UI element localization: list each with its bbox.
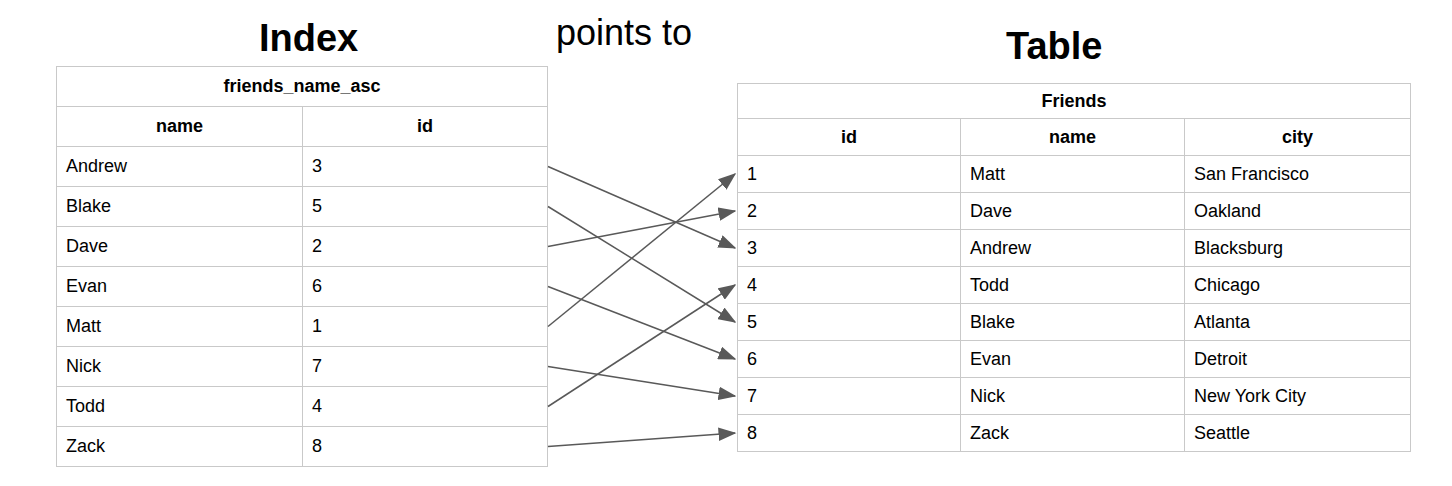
friends-row-cell-city: Detroit (1185, 341, 1411, 378)
friends-row: 1MattSan Francisco (738, 156, 1411, 193)
friends-row-cell-name: Todd (961, 267, 1185, 304)
index-pointer-arrow (548, 207, 735, 323)
friends-row: 3AndrewBlacksburg (738, 230, 1411, 267)
friends-row-cell-name: Blake (961, 304, 1185, 341)
index-row: Andrew3 (57, 147, 548, 187)
friends-row-cell-id: 6 (738, 341, 961, 378)
friends-row-cell-city: Atlanta (1185, 304, 1411, 341)
friends-row: 5BlakeAtlanta (738, 304, 1411, 341)
index-row-cell-name: Blake (57, 187, 303, 227)
index-pointer-arrow (548, 287, 735, 360)
friends-row: 8ZackSeattle (738, 415, 1411, 452)
friends-row-cell-city: Seattle (1185, 415, 1411, 452)
friends-row-cell-id: 4 (738, 267, 961, 304)
friends-row-cell-id: 8 (738, 415, 961, 452)
index-row: Blake5 (57, 187, 548, 227)
index-title: Index (259, 18, 358, 60)
friends-row-cell-id: 3 (738, 230, 961, 267)
friends-row-cell-city: Chicago (1185, 267, 1411, 304)
friends-row-cell-city: New York City (1185, 378, 1411, 415)
friends-table-title-row: Friends (738, 84, 1411, 119)
index-row: Dave2 (57, 227, 548, 267)
friends-row-cell-name: Dave (961, 193, 1185, 230)
index-row-cell-name: Nick (57, 347, 303, 387)
index-row-cell-id: 1 (303, 307, 548, 347)
index-pointer-arrow (548, 211, 735, 247)
friends-row-cell-city: Oakland (1185, 193, 1411, 230)
index-row-cell-id: 4 (303, 387, 548, 427)
index-table-name: friends_name_asc (57, 67, 548, 107)
friends-row-cell-id: 2 (738, 193, 961, 230)
index-row-cell-id: 3 (303, 147, 548, 187)
friends-row-cell-name: Nick (961, 378, 1185, 415)
friends-row: 7NickNew York City (738, 378, 1411, 415)
friends-row-cell-name: Evan (961, 341, 1185, 378)
friends-table-name: Friends (738, 84, 1411, 119)
index-table-title-row: friends_name_asc (57, 67, 548, 107)
friends-row-cell-city: Blacksburg (1185, 230, 1411, 267)
friends-row: 6EvanDetroit (738, 341, 1411, 378)
friends-row: 2DaveOakland (738, 193, 1411, 230)
index-row-cell-id: 6 (303, 267, 548, 307)
index-column-header-id: id (303, 107, 548, 147)
points-to-label: points to (556, 13, 692, 53)
index-pointer-arrow (548, 167, 735, 249)
index-table: friends_name_asc name id Andrew3Blake5Da… (56, 66, 548, 467)
index-row-cell-name: Andrew (57, 147, 303, 187)
index-row-cell-name: Matt (57, 307, 303, 347)
index-row: Zack8 (57, 427, 548, 467)
index-row-cell-name: Evan (57, 267, 303, 307)
index-row-cell-name: Dave (57, 227, 303, 267)
friends-row-cell-id: 1 (738, 156, 961, 193)
friends-column-header-city: city (1185, 119, 1411, 156)
index-row-cell-name: Todd (57, 387, 303, 427)
index-row-cell-id: 2 (303, 227, 548, 267)
index-row: Matt1 (57, 307, 548, 347)
index-row-cell-id: 8 (303, 427, 548, 467)
friends-row-cell-city: San Francisco (1185, 156, 1411, 193)
index-row: Nick7 (57, 347, 548, 387)
friends-table-header-row: id name city (738, 119, 1411, 156)
index-table-body: Andrew3Blake5Dave2Evan6Matt1Nick7Todd4Za… (57, 147, 548, 467)
friends-row-cell-id: 5 (738, 304, 961, 341)
index-pointer-arrow (548, 367, 735, 397)
index-pointer-arrow (548, 285, 735, 407)
friends-row: 4ToddChicago (738, 267, 1411, 304)
index-row: Evan6 (57, 267, 548, 307)
index-row-cell-name: Zack (57, 427, 303, 467)
index-table-header-row: name id (57, 107, 548, 147)
friends-table: Friends id name city 1MattSan Francisco2… (737, 83, 1411, 452)
friends-column-header-id: id (738, 119, 961, 156)
friends-row-cell-id: 7 (738, 378, 961, 415)
index-pointer-arrow (548, 433, 735, 447)
friends-row-cell-name: Zack (961, 415, 1185, 452)
index-pointer-arrow (548, 174, 735, 327)
friends-column-header-name: name (961, 119, 1185, 156)
index-row-cell-id: 7 (303, 347, 548, 387)
index-row: Todd4 (57, 387, 548, 427)
friends-row-cell-name: Andrew (961, 230, 1185, 267)
index-row-cell-id: 5 (303, 187, 548, 227)
friends-table-body: 1MattSan Francisco2DaveOakland3AndrewBla… (738, 156, 1411, 452)
table-title: Table (1006, 26, 1102, 68)
friends-row-cell-name: Matt (961, 156, 1185, 193)
index-column-header-name: name (57, 107, 303, 147)
